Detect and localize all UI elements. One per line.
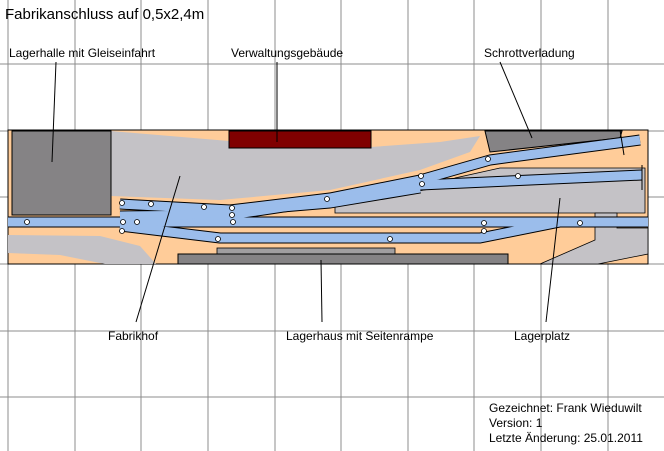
fabrikhof-area <box>111 131 480 200</box>
lower-left-yard <box>8 235 156 264</box>
label-schrottverladung: Schrottverladung <box>484 46 575 60</box>
verwaltungsgebaeude <box>228 130 372 149</box>
label-verwaltung: Verwaltungsgebäude <box>231 46 344 60</box>
lagerhalle <box>11 130 112 216</box>
turnout-markers <box>24 156 583 242</box>
seitenrampe <box>216 247 396 255</box>
plan-title: Fabrikanschluss auf 0,5x2,4m <box>5 6 205 23</box>
version: Version: 1 <box>489 416 543 430</box>
last-changed: Letzte Änderung: 25.01.2011 <box>489 431 643 445</box>
plan-info: Gezeichnet: Frank Wieduwilt Version: 1 L… <box>489 401 643 446</box>
label-lagerhaus: Lagerhaus mit Seitenrampe <box>286 329 434 343</box>
label-lagerhalle: Lagerhalle mit Gleiseinfahrt <box>9 46 156 60</box>
label-lagerplatz: Lagerplatz <box>514 329 571 343</box>
label-fabrikhof: Fabrikhof <box>108 329 159 343</box>
author: Gezeichnet: Frank Wieduwilt <box>489 401 642 415</box>
tracks <box>8 129 648 244</box>
leader-lines <box>51 61 561 323</box>
lagerhaus <box>177 253 509 265</box>
